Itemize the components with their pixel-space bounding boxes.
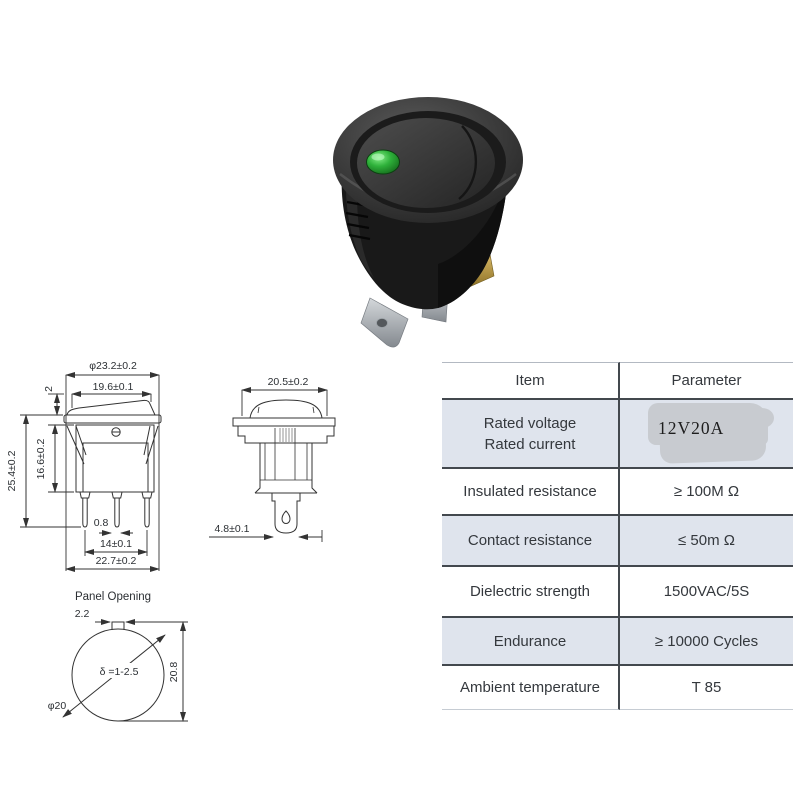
item-cell: Rated voltage Rated current <box>442 400 620 469</box>
dim-total-height: 25.4±0.2 <box>6 450 18 491</box>
terminal <box>271 492 301 534</box>
left-snap-clip <box>66 425 87 465</box>
dim-opening-height: 20.8 <box>168 662 180 683</box>
right-snap-clip <box>143 425 159 465</box>
item-cell: Insulated resistance <box>442 469 620 516</box>
parameter-cell: 12V20A <box>620 400 793 469</box>
dim-rocker-width: 19.6±0.1 <box>93 381 134 393</box>
spec-table: Item Parameter Rated voltage Rated curre… <box>442 362 793 710</box>
dim-body-width: 22.7±0.2 <box>96 555 137 567</box>
item-cell: Dielectric strength <box>442 567 620 618</box>
pins <box>79 491 153 528</box>
column-header-parameter: Parameter <box>620 362 793 400</box>
item-cell: Contact resistance <box>442 516 620 567</box>
parameter-cell: ≥ 10000 Cycles <box>620 618 793 666</box>
parameter-cell: ≥ 100M Ω <box>620 469 793 516</box>
rocker-switch-photo <box>333 97 523 348</box>
green-led-dot <box>366 149 400 175</box>
item-cell: Ambient temperature <box>442 666 620 710</box>
dim-body-height: 16.6±0.2 <box>35 438 47 479</box>
spring-hatch <box>279 428 293 442</box>
switch-face <box>333 97 523 223</box>
flange <box>63 414 162 424</box>
watermark-blob <box>750 408 774 428</box>
flange <box>232 417 336 427</box>
terminal-hole <box>376 318 388 328</box>
dim-pin-thickness: 0.8 <box>94 517 109 529</box>
column-header-item: Item <box>442 362 620 400</box>
dim-rocker-height: 2 <box>43 386 55 392</box>
keyway-notch <box>111 621 125 630</box>
dim-diameter: φ23.2±0.2 <box>89 360 137 372</box>
rocker-seam <box>458 125 478 200</box>
front-view-drawing: 20.5±0.2 4.8±0.1 <box>209 376 336 542</box>
rocker-profile <box>66 399 156 416</box>
rocker-actuator <box>357 118 495 208</box>
panel-opening-drawing: Panel Opening 2.2 δ =1-2.5 20.8 φ20 <box>48 591 188 722</box>
dim-notch-width: 2.2 <box>75 608 90 620</box>
panel-opening-title: Panel Opening <box>75 591 151 603</box>
parameter-cell: 1500VAC/5S <box>620 567 793 618</box>
parameter-cell: T 85 <box>620 666 793 710</box>
dim-opening-dia: φ20 <box>48 700 67 712</box>
snap-ribs <box>345 200 371 241</box>
item-cell: Endurance <box>442 618 620 666</box>
dim-pin-pitch: 14±0.1 <box>100 538 132 550</box>
dim-panel-thickness: δ =1-2.5 <box>100 666 139 678</box>
dome-profile <box>249 399 323 419</box>
dim-front-width: 20.5±0.2 <box>268 376 309 388</box>
dim-terminal-width: 4.8±0.1 <box>215 523 250 535</box>
terminal-hole <box>281 510 291 525</box>
side-view-drawing: φ23.2±0.2 19.6±0.1 2 16.6±0.2 25.4±0.2 0… <box>6 360 162 572</box>
rated-voltage-current-value: 12V20A <box>658 418 725 438</box>
parameter-cell: ≤ 50m Ω <box>620 516 793 567</box>
